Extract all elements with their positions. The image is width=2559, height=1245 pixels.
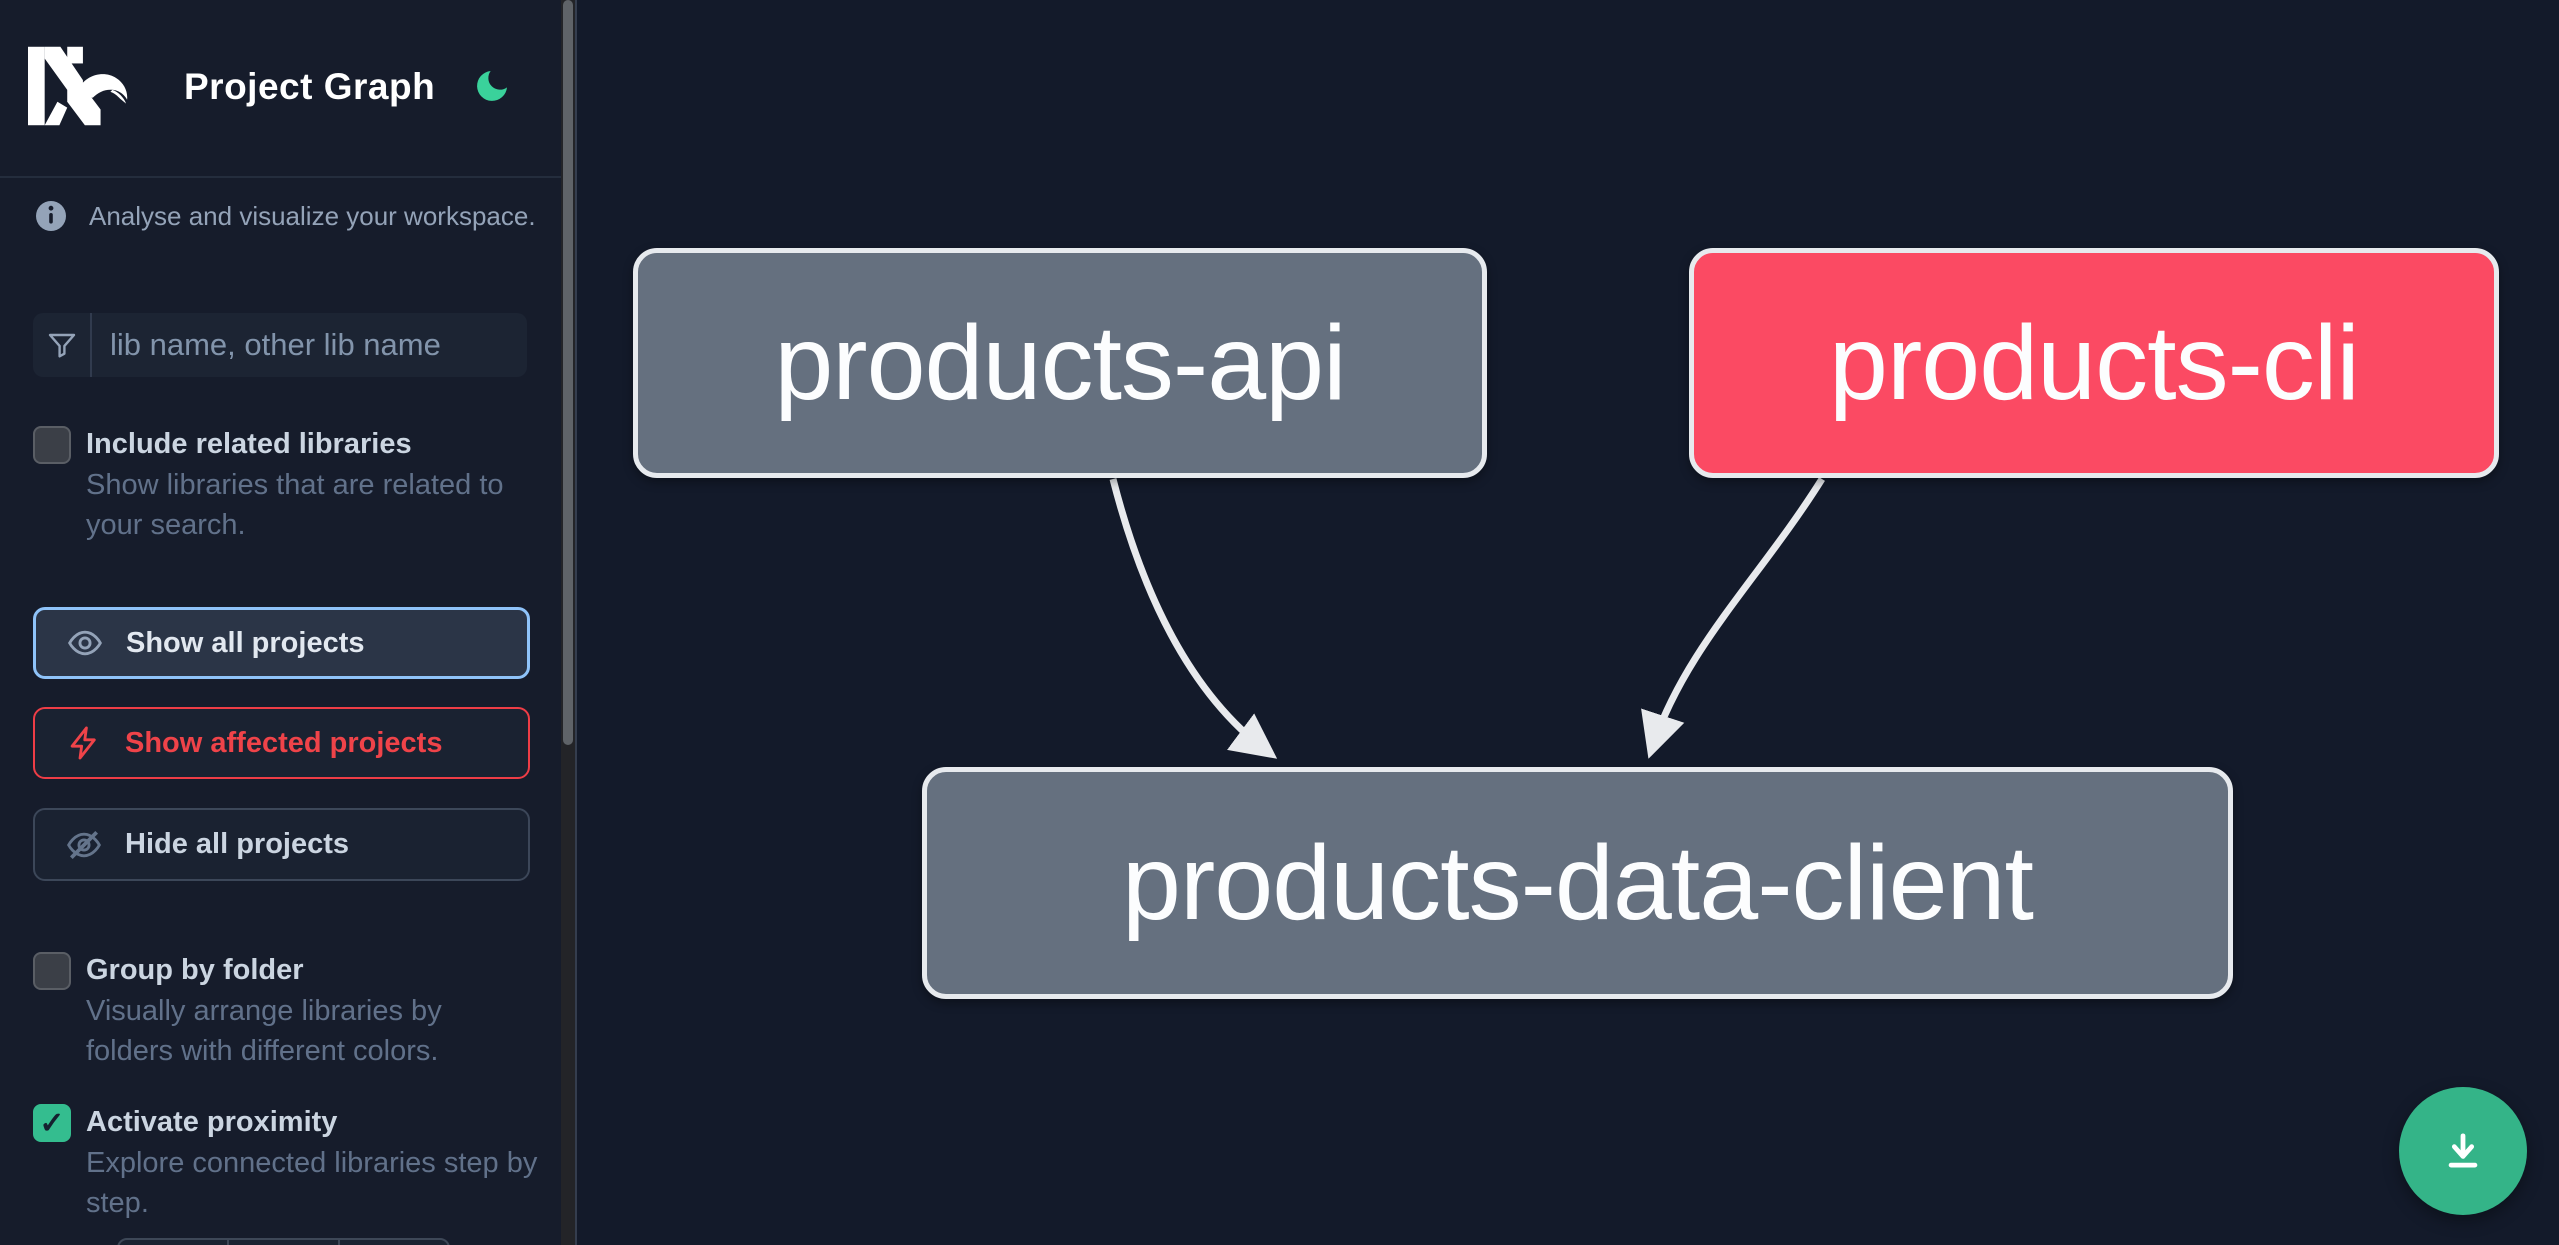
graph-canvas[interactable] — [577, 0, 2559, 1245]
eye-icon — [68, 630, 102, 656]
activate-proximity-description: Explore connected libraries step by step… — [86, 1147, 538, 1219]
proximity-value-segment — [229, 1240, 340, 1245]
tagline-text: Analyse and visualize your workspace. — [89, 200, 536, 231]
tagline-row: Analyse and visualize your workspace. — [33, 198, 536, 234]
proximity-increment-segment[interactable] — [340, 1240, 448, 1245]
proximity-depth-control[interactable] — [117, 1238, 450, 1245]
search-input[interactable] — [92, 313, 527, 377]
hide-all-projects-label: Hide all projects — [125, 828, 350, 860]
activate-proximity-checkbox[interactable]: ✓ — [33, 1104, 71, 1142]
include-related-description: Show libraries that are related to your … — [86, 469, 504, 541]
page-title: Project Graph — [184, 66, 436, 107]
include-related-row: Include related libraries Show libraries… — [33, 424, 533, 545]
sidebar-scrollbar-thumb[interactable] — [563, 0, 573, 745]
sidebar-header: Project Graph — [0, 0, 561, 176]
show-affected-projects-button[interactable]: Show affected projects — [33, 707, 530, 779]
show-all-projects-label: Show all projects — [126, 626, 365, 659]
eye-off-icon — [67, 830, 101, 859]
funnel-icon — [33, 313, 92, 377]
show-all-projects-button[interactable]: Show all projects — [33, 607, 530, 679]
sidebar: Project Graph Analyse and visualize your… — [0, 0, 561, 1245]
include-related-label: Include related libraries — [86, 428, 412, 460]
download-image-button[interactable] — [2399, 1087, 2527, 1215]
info-icon — [36, 201, 66, 231]
download-icon — [2448, 1133, 2478, 1168]
bolt-icon — [70, 726, 96, 760]
activate-proximity-row: ✓ Activate proximity Explore connected l… — [33, 1102, 537, 1223]
node-products-api[interactable]: products-api — [633, 248, 1487, 478]
sidebar-divider — [0, 176, 561, 178]
hide-all-projects-button[interactable]: Hide all projects — [33, 808, 530, 881]
sidebar-main-divider — [575, 0, 577, 1245]
search-box — [33, 313, 527, 377]
group-by-folder-label: Group by folder — [86, 954, 304, 986]
moon-icon[interactable] — [472, 66, 512, 106]
sidebar-scrollbar[interactable] — [561, 0, 575, 1245]
show-affected-projects-label: Show affected projects — [125, 726, 443, 759]
group-by-folder-description: Visually arrange libraries by folders wi… — [86, 995, 442, 1067]
node-products-data-client[interactable]: products-data-client — [922, 767, 2233, 999]
activate-proximity-label: Activate proximity — [86, 1106, 338, 1138]
group-by-folder-row: Group by folder Visually arrange librari… — [33, 950, 533, 1071]
proximity-decrement-segment[interactable] — [119, 1240, 230, 1245]
include-related-checkbox[interactable] — [33, 426, 71, 464]
group-by-folder-checkbox[interactable] — [33, 952, 71, 990]
nx-logo-icon — [28, 46, 128, 126]
node-products-cli[interactable]: products-cli — [1689, 248, 2499, 478]
